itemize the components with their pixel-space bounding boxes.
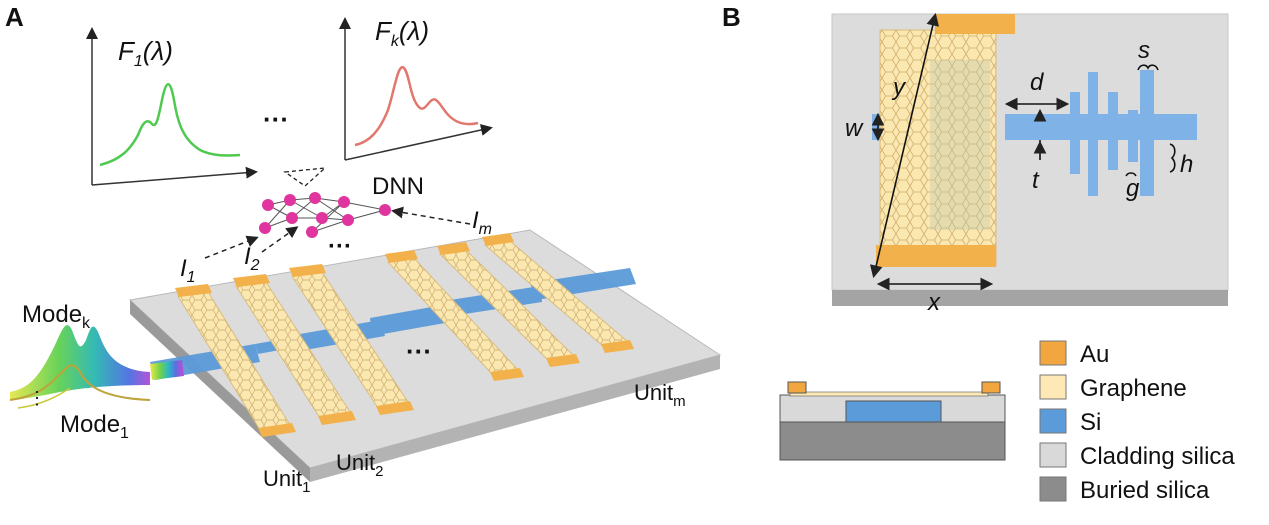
input-modes: ⋮ Modek Mode1: [9, 301, 184, 442]
dim-w: w: [845, 115, 864, 142]
neuron: [262, 199, 274, 211]
spectrum-1-label: F1(λ): [118, 36, 173, 70]
spectrum-1-curve: [99, 83, 241, 167]
spectrum-k-curve: [354, 66, 479, 147]
graphene-strip: [233, 274, 356, 425]
cross-section: [779, 381, 1006, 461]
ellipsis-mid: ···: [328, 233, 352, 260]
graphene-strips: [175, 233, 634, 437]
current-1-label: I1: [180, 255, 196, 286]
dim-x: x: [927, 289, 941, 316]
dim-d: d: [1030, 69, 1044, 96]
neuron: [309, 192, 321, 204]
graphene-strip: [289, 264, 414, 415]
graphene-strip: [385, 250, 524, 381]
legend-item-buried-silica: Buried silica: [1039, 476, 1210, 504]
svg-text:Au: Au: [1080, 341, 1109, 368]
svg-text:Cladding silica: Cladding silica: [1080, 443, 1235, 470]
current-2-label: I2: [244, 243, 260, 274]
graphene-strip: [482, 233, 634, 353]
svg-text:Si: Si: [1080, 409, 1101, 436]
dim-t: t: [1032, 167, 1040, 194]
unit-2-label: Unit2: [336, 450, 383, 480]
neuron: [338, 196, 350, 208]
neuron: [306, 226, 318, 238]
neuron: [284, 194, 296, 206]
legend-item-cladding-silica: Cladding silica: [1039, 442, 1235, 470]
legend-item-au: Au: [1039, 340, 1109, 368]
legend-item-si: Si: [1039, 408, 1101, 436]
neuron: [342, 214, 354, 226]
dimension-annotations: [869, 12, 1176, 291]
graphene-strip: [175, 284, 296, 437]
unit-1-label: Unit1: [263, 466, 310, 496]
neuron: [286, 212, 298, 224]
ellipsis-top: ···: [263, 104, 289, 134]
spectrum-k-plot: Fk(λ): [339, 16, 493, 161]
mode-k-label: Modek: [22, 301, 91, 332]
dim-s: s: [1138, 37, 1150, 64]
mode-vertical-dots: ⋮: [28, 388, 46, 408]
ellipsis-chip: ···: [406, 336, 432, 366]
dnn-network: DNN: [259, 167, 424, 238]
neuron: [259, 222, 271, 234]
unit-m-label: Unitm: [634, 380, 686, 410]
panel-a-label: A: [5, 2, 24, 32]
graphene-strip: [437, 242, 580, 367]
dim-h: h: [1180, 151, 1193, 178]
legend: Au Graphene Si Cladding silica Buried si…: [1039, 340, 1235, 504]
dim-y: y: [891, 74, 907, 101]
graphene-sheet-b: [876, 14, 1015, 267]
panel-b-label: B: [722, 2, 741, 32]
current-arrows: [204, 206, 471, 259]
mode-1-label: Mode1: [60, 411, 129, 442]
dnn-label: DNN: [372, 173, 424, 200]
dim-g: g: [1126, 175, 1140, 202]
spectrum-k-label: Fk(λ): [375, 16, 429, 50]
neuron: [379, 204, 391, 216]
svg-text:Graphene: Graphene: [1080, 375, 1187, 402]
current-m-label: Im: [472, 207, 492, 238]
legend-item-graphene: Graphene: [1039, 374, 1187, 402]
neuron: [316, 212, 328, 224]
svg-text:Buried silica: Buried silica: [1080, 477, 1210, 504]
spectrum-1-plot: F1(λ): [86, 27, 258, 186]
